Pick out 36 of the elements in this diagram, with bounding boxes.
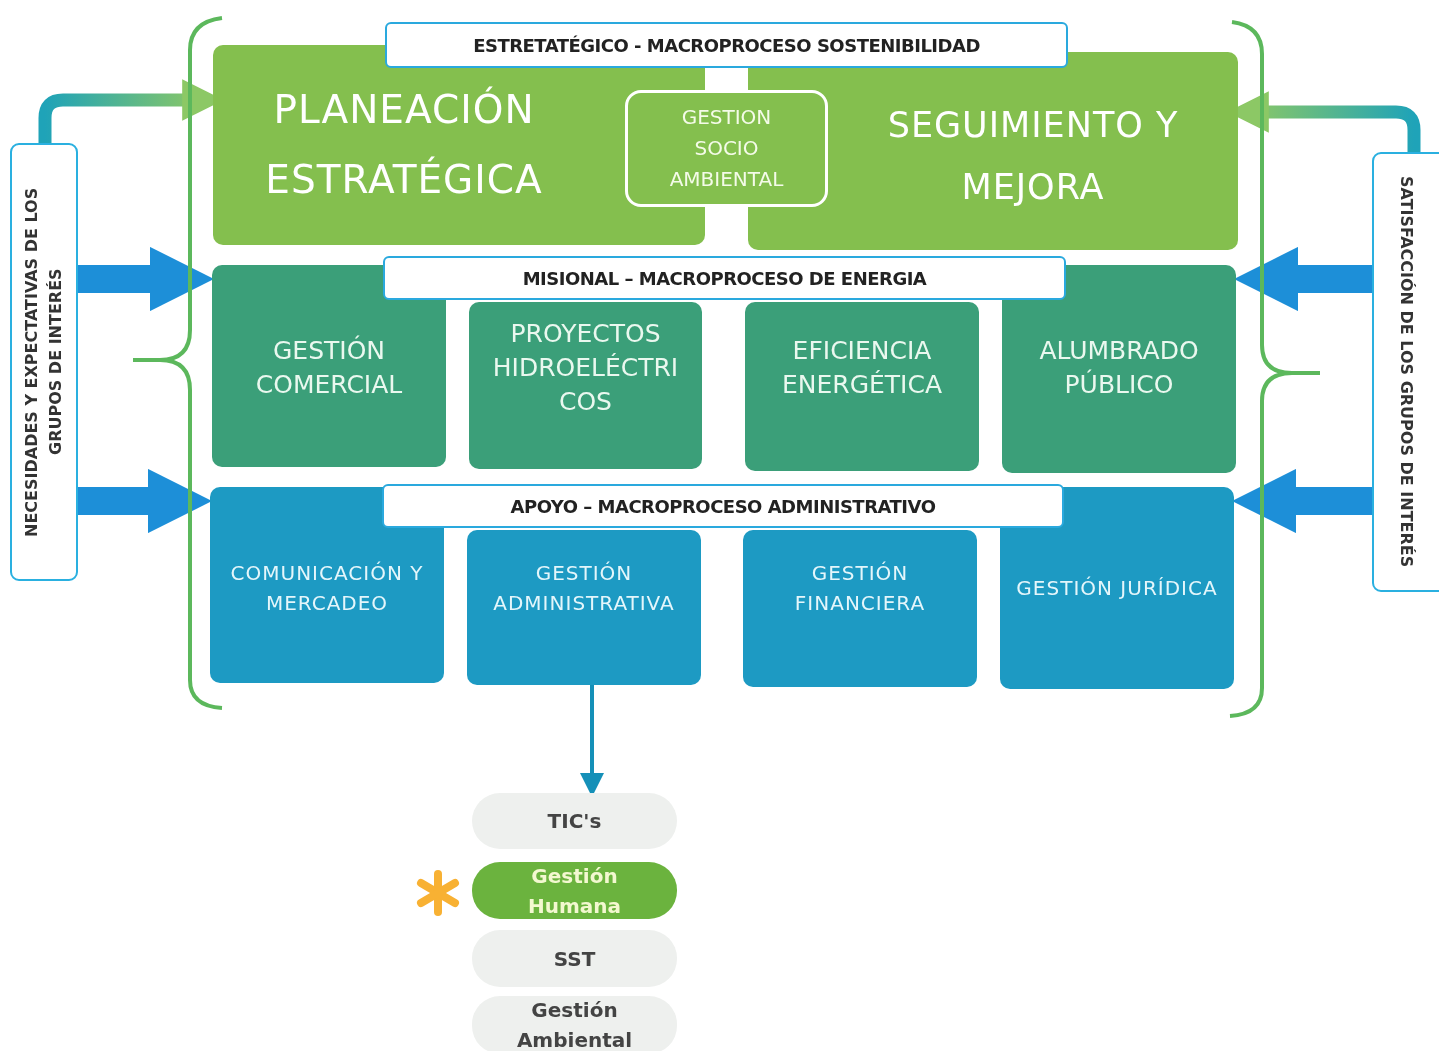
vertical-label: NECESIDADES Y EXPECTATIVAS DE LOS GRUPOS DE INTERÉS [21, 186, 66, 539]
vertical-label: SATISFACCIÓN DE LOS GRUPOS DE INTERÉS [1396, 176, 1417, 568]
pill-label: TIC's [547, 808, 602, 835]
process-box [210, 487, 444, 683]
process-name: GESTIÓN FINANCIERA [793, 560, 927, 617]
process-box [625, 90, 828, 207]
process-name: GESTIÓN JURÍDICA [1016, 575, 1218, 602]
pill-label: SST [553, 945, 596, 973]
section-title: MISIONAL – MACROPROCESO DE ENERGIA [522, 267, 927, 289]
process-name: ALUMBRADO PÚBLICO [1038, 335, 1200, 401]
pill-label: Gestión Ambiental [515, 997, 634, 1051]
process-box [1000, 487, 1234, 689]
pill-label: Gestión Humana [526, 862, 622, 920]
process-box [212, 265, 446, 467]
process-box [743, 530, 977, 687]
pill-box [472, 793, 677, 849]
process-name: PROYECTOS HIDROELÉCTRI COS [491, 318, 680, 418]
process-box [745, 302, 979, 471]
section-header-box [383, 256, 1066, 300]
side-label-box [10, 143, 78, 581]
section-title: ESTRETATÉGICO - MACROPROCESO SOSTENIBILIDAD [473, 34, 980, 56]
process-box [467, 530, 701, 685]
section-header-box [382, 484, 1064, 528]
process-name: GESTION SOCIO AMBIENTAL [668, 104, 785, 193]
process-name: COMUNICACIÓN Y MERCADEO [229, 560, 425, 617]
section-title: APOYO – MACROPROCESO ADMINISTRATIVO [510, 495, 936, 517]
process-name: PLANEACIÓN ESTRATÉGICA [264, 85, 544, 204]
process-box [469, 302, 702, 469]
process-name: GESTIÓN ADMINISTRATIVA [492, 560, 676, 617]
process-box [1002, 265, 1236, 473]
pill-box [472, 862, 677, 919]
process-name: EFICIENCIA ENERGÉTICA [780, 335, 943, 401]
side-label-box [1372, 152, 1439, 592]
section-header-box [385, 22, 1068, 68]
process-name: SEGUIMIENTO Y MEJORA [886, 104, 1180, 209]
process-name: GESTIÓN COMERCIAL [254, 334, 404, 401]
